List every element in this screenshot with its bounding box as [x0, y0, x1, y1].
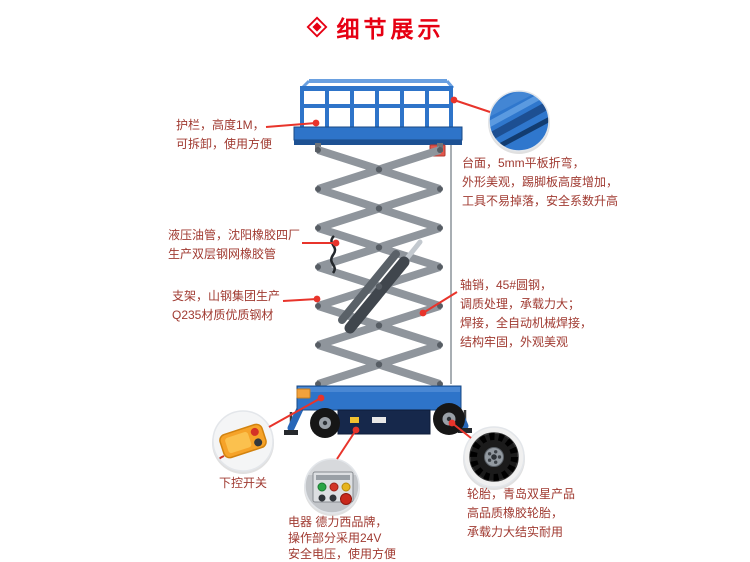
note-line: 护栏，高度1M，: [176, 118, 265, 132]
page-title: 细节展示: [336, 16, 445, 42]
left-wheel: [310, 408, 340, 438]
note-line: 支架，山钢集团生产: [172, 289, 281, 303]
note-line: 承载力大结实耐用: [467, 525, 564, 539]
note-line: 工具不易掉落，安全系数升高: [462, 194, 619, 208]
note-line: 安全电压，使用方便: [288, 547, 397, 561]
base-chassis: [284, 385, 472, 438]
note-line: 高品质橡胶轮胎，: [467, 506, 564, 520]
note-line: 电器 德力西品牌，: [288, 515, 388, 529]
callout-platform-surface: 台面，5mm平板折弯， 外形美观，踢脚板高度增加， 工具不易掉落，安全系数升高: [462, 154, 618, 211]
guardrail: [300, 79, 455, 127]
callout-support-frame: 支架，山钢集团生产 Q235材质优质钢材: [172, 287, 280, 325]
leader-lines: [265, 99, 491, 460]
callout-axle-pin-welding: 轴销，45#圆钢， 调质处理，承载力大； 焊接，全自动机械焊接， 结构牢固，外观…: [460, 276, 592, 352]
note-line: 操作部分采用24V: [288, 531, 382, 545]
note-line: 液压油管，沈阳橡胶四厂: [168, 228, 301, 242]
diamond-icon: [306, 16, 327, 38]
hydraulic-hose: [330, 235, 337, 274]
callout-hydraulic-hose: 液压油管，沈阳橡胶四厂 生产双层钢网橡胶管: [168, 226, 300, 264]
scissor-arms: [315, 143, 452, 388]
note-line: 可拆卸，使用方便: [176, 137, 273, 151]
callout-electrics: 电器 德力西品牌， 操作部分采用24V 安全电压，使用方便: [288, 514, 396, 562]
callout-tires: 轮胎，青岛双星产品 高品质橡胶轮胎， 承载力大结实耐用: [467, 485, 575, 542]
control-panel-photo: [304, 458, 360, 516]
note-line: 轴销，45#圆钢，: [460, 278, 553, 292]
platform-closeup-photo: [488, 90, 550, 154]
note-line: 下控开关: [219, 476, 268, 490]
note-line: 结构牢固，外观美观: [460, 335, 569, 349]
note-line: Q235材质优质钢材: [172, 308, 274, 322]
callout-lower-control-switch: 下控开关: [219, 474, 267, 493]
hydraulic-cylinder: [338, 239, 423, 334]
note-line: 台面，5mm平板折弯，: [462, 156, 585, 170]
note-line: 生产双层钢网橡胶管: [168, 247, 277, 261]
callout-guardrail: 护栏，高度1M， 可拆卸，使用方便: [176, 116, 272, 154]
remote-holder: [296, 388, 311, 399]
note-line: 外形美观，踢脚板高度增加，: [462, 175, 619, 189]
note-line: 轮胎，青岛双星产品: [467, 487, 576, 501]
battery-box: [337, 409, 431, 435]
note-line: 调质处理，承载力大；: [460, 297, 581, 311]
remote-control-photo: [212, 410, 274, 474]
page-header: 细节展示: [0, 10, 750, 44]
leader-dots: [312, 96, 458, 434]
tire-photo: [463, 426, 525, 490]
note-line: 焊接，全自动机械焊接，: [460, 316, 593, 330]
